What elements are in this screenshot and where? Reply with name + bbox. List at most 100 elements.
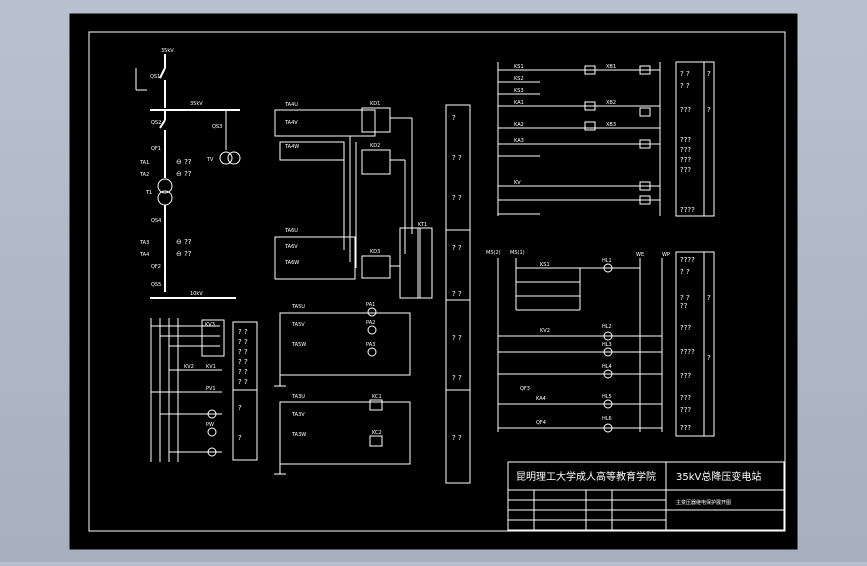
svg-text:? ?: ? ? (680, 294, 690, 302)
label-ta5u: TA5U (291, 304, 305, 310)
svg-text:???: ??? (680, 324, 691, 332)
svg-text:?: ? (707, 70, 711, 78)
svg-text:? ?: ? ? (238, 328, 248, 336)
label-ta6v: TA6V (284, 244, 298, 250)
label-kv: KV (514, 180, 521, 186)
legend-column-voltage (232, 321, 258, 461)
svg-text:⊖ ??: ⊖ ?? (176, 250, 192, 258)
label-kv3: KV3 (205, 322, 215, 328)
label-qs1: QS1 (150, 74, 160, 80)
label-ta3u: TA3U (291, 394, 305, 400)
kv-relay-block (201, 319, 225, 357)
signal-circuit: MS(2) MS(1) WE WP KS1 HL1 KV2 HL2 HL3 HL… (486, 250, 715, 437)
label-ta5w: TA5W (291, 342, 306, 348)
svg-text:? ?: ? ? (238, 358, 248, 366)
label-hl3: HL3 (602, 342, 612, 348)
label-ta3w: TA3W (291, 432, 306, 438)
label-kv1: KV1 (206, 364, 216, 370)
svg-text:⊖ ??: ⊖ ?? (176, 170, 192, 178)
label-ks2: KS2 (514, 76, 524, 82)
label-ta6u: TA6U (284, 228, 298, 234)
svg-text:?: ? (452, 114, 456, 122)
relay-kd2 (361, 149, 391, 175)
label-10kv-bus: 10kV (190, 291, 203, 297)
title-block: 昆明理工大学成人高等教育学院 35kV总降压变电站 主变压器继电保护展开图 (507, 461, 785, 531)
svg-text:?: ? (238, 434, 242, 442)
label-ka4: KA4 (536, 396, 546, 402)
svg-text:? ?: ? ? (680, 70, 690, 78)
label-xb1: XB1 (606, 64, 616, 70)
current-meter-circuit: TA5U TA5V TA5W PA1 PA2 PA3 TA3U TA3V TA3… (274, 302, 411, 475)
svg-text:???: ??? (680, 146, 691, 154)
label-qs2: QS2 (151, 120, 161, 126)
title-school: 昆明理工大学成人高等教育学院 (516, 470, 656, 483)
label-ta3v: TA3V (291, 412, 305, 418)
center-legend-column: ? ? ? ? ? ? ? ? ? ? ? ? ? ? ? (445, 104, 471, 484)
label-hl5: HL5 (602, 394, 612, 400)
label-hl2: HL2 (602, 324, 612, 330)
sheet-background (69, 13, 798, 550)
label-hl4: HL4 (602, 364, 612, 370)
label-qf3: QF3 (520, 386, 530, 392)
label-ka1: KA1 (514, 100, 524, 106)
label-ta4w: TA4W (284, 144, 299, 150)
label-ks1-sig: KS1 (540, 262, 550, 268)
label-ks1: KS1 (514, 64, 524, 70)
svg-text:? ?: ? ? (452, 374, 462, 382)
label-kt1: KT1 (418, 222, 427, 228)
svg-text:??: ?? (680, 302, 688, 310)
label-kv2-sig: KV2 (540, 328, 550, 334)
label-ta5v: TA5V (291, 322, 305, 328)
svg-text:???: ??? (680, 372, 691, 380)
svg-text:? ?: ? ? (680, 268, 690, 276)
label-ta2: TA2 (139, 172, 149, 178)
label-ka2: KA2 (514, 122, 524, 128)
svg-text:? ?: ? ? (238, 378, 248, 386)
label-kv2: KV2 (184, 364, 194, 370)
label-ta4v: TA4V (284, 120, 298, 126)
svg-text:? ?: ? ? (452, 154, 462, 162)
svg-text:???: ??? (680, 394, 691, 402)
label-kd2: KD2 (370, 143, 380, 149)
label-35kv-top: 35kV (161, 48, 174, 54)
label-qf1: QF1 (151, 146, 161, 152)
svg-text:????: ???? (680, 206, 695, 214)
svg-text:???: ??? (680, 424, 691, 432)
svg-text:????: ???? (680, 348, 695, 356)
transformer-t1-winding-1 (157, 178, 173, 194)
svg-text:?: ? (707, 354, 711, 362)
svg-text:???: ??? (680, 156, 691, 164)
drawing-border (88, 31, 786, 532)
label-qf4: QF4 (536, 420, 546, 426)
label-ta6w: TA6W (284, 260, 299, 266)
svg-text:? ?: ? ? (452, 434, 462, 442)
svg-text:?: ? (707, 106, 711, 114)
relay-kd3 (361, 255, 391, 279)
title-sheet: 主变压器继电保护展开图 (676, 499, 731, 506)
svg-text:????: ???? (680, 256, 695, 264)
label-qs5: QS5 (151, 282, 161, 288)
label-xb2: XB2 (606, 100, 616, 106)
label-qs4: QS4 (151, 218, 161, 224)
label-ka3: KA3 (514, 138, 524, 144)
label-hl6: HL6 (602, 416, 612, 422)
dc-control-circuit: KS1 XB1 KS2 KS3 KA1 XB2 KA2 XB3 KA3 KV ?… (497, 61, 715, 217)
svg-text:? ?: ? ? (680, 82, 690, 90)
label-ta3: TA3 (139, 240, 149, 246)
tv-winding-1 (219, 151, 233, 165)
label-ks3: KS3 (514, 88, 524, 94)
svg-text:⊖ ??: ⊖ ?? (176, 158, 192, 166)
label-kc1: KC1 (372, 394, 382, 400)
label-ta1: TA1 (139, 160, 149, 166)
svg-text:?: ? (707, 294, 711, 302)
svg-text:? ?: ? ? (238, 338, 248, 346)
label-xb3: XB3 (606, 122, 616, 128)
label-ms2: MS(2) (486, 250, 501, 256)
label-ms1: MS(1) (510, 250, 525, 256)
svg-text:???: ??? (680, 406, 691, 414)
label-35kv-bus: 35kV (190, 101, 203, 107)
label-kd3: KD3 (370, 249, 380, 255)
relay-kd1 (361, 107, 391, 133)
svg-text:? ?: ? ? (452, 290, 462, 298)
